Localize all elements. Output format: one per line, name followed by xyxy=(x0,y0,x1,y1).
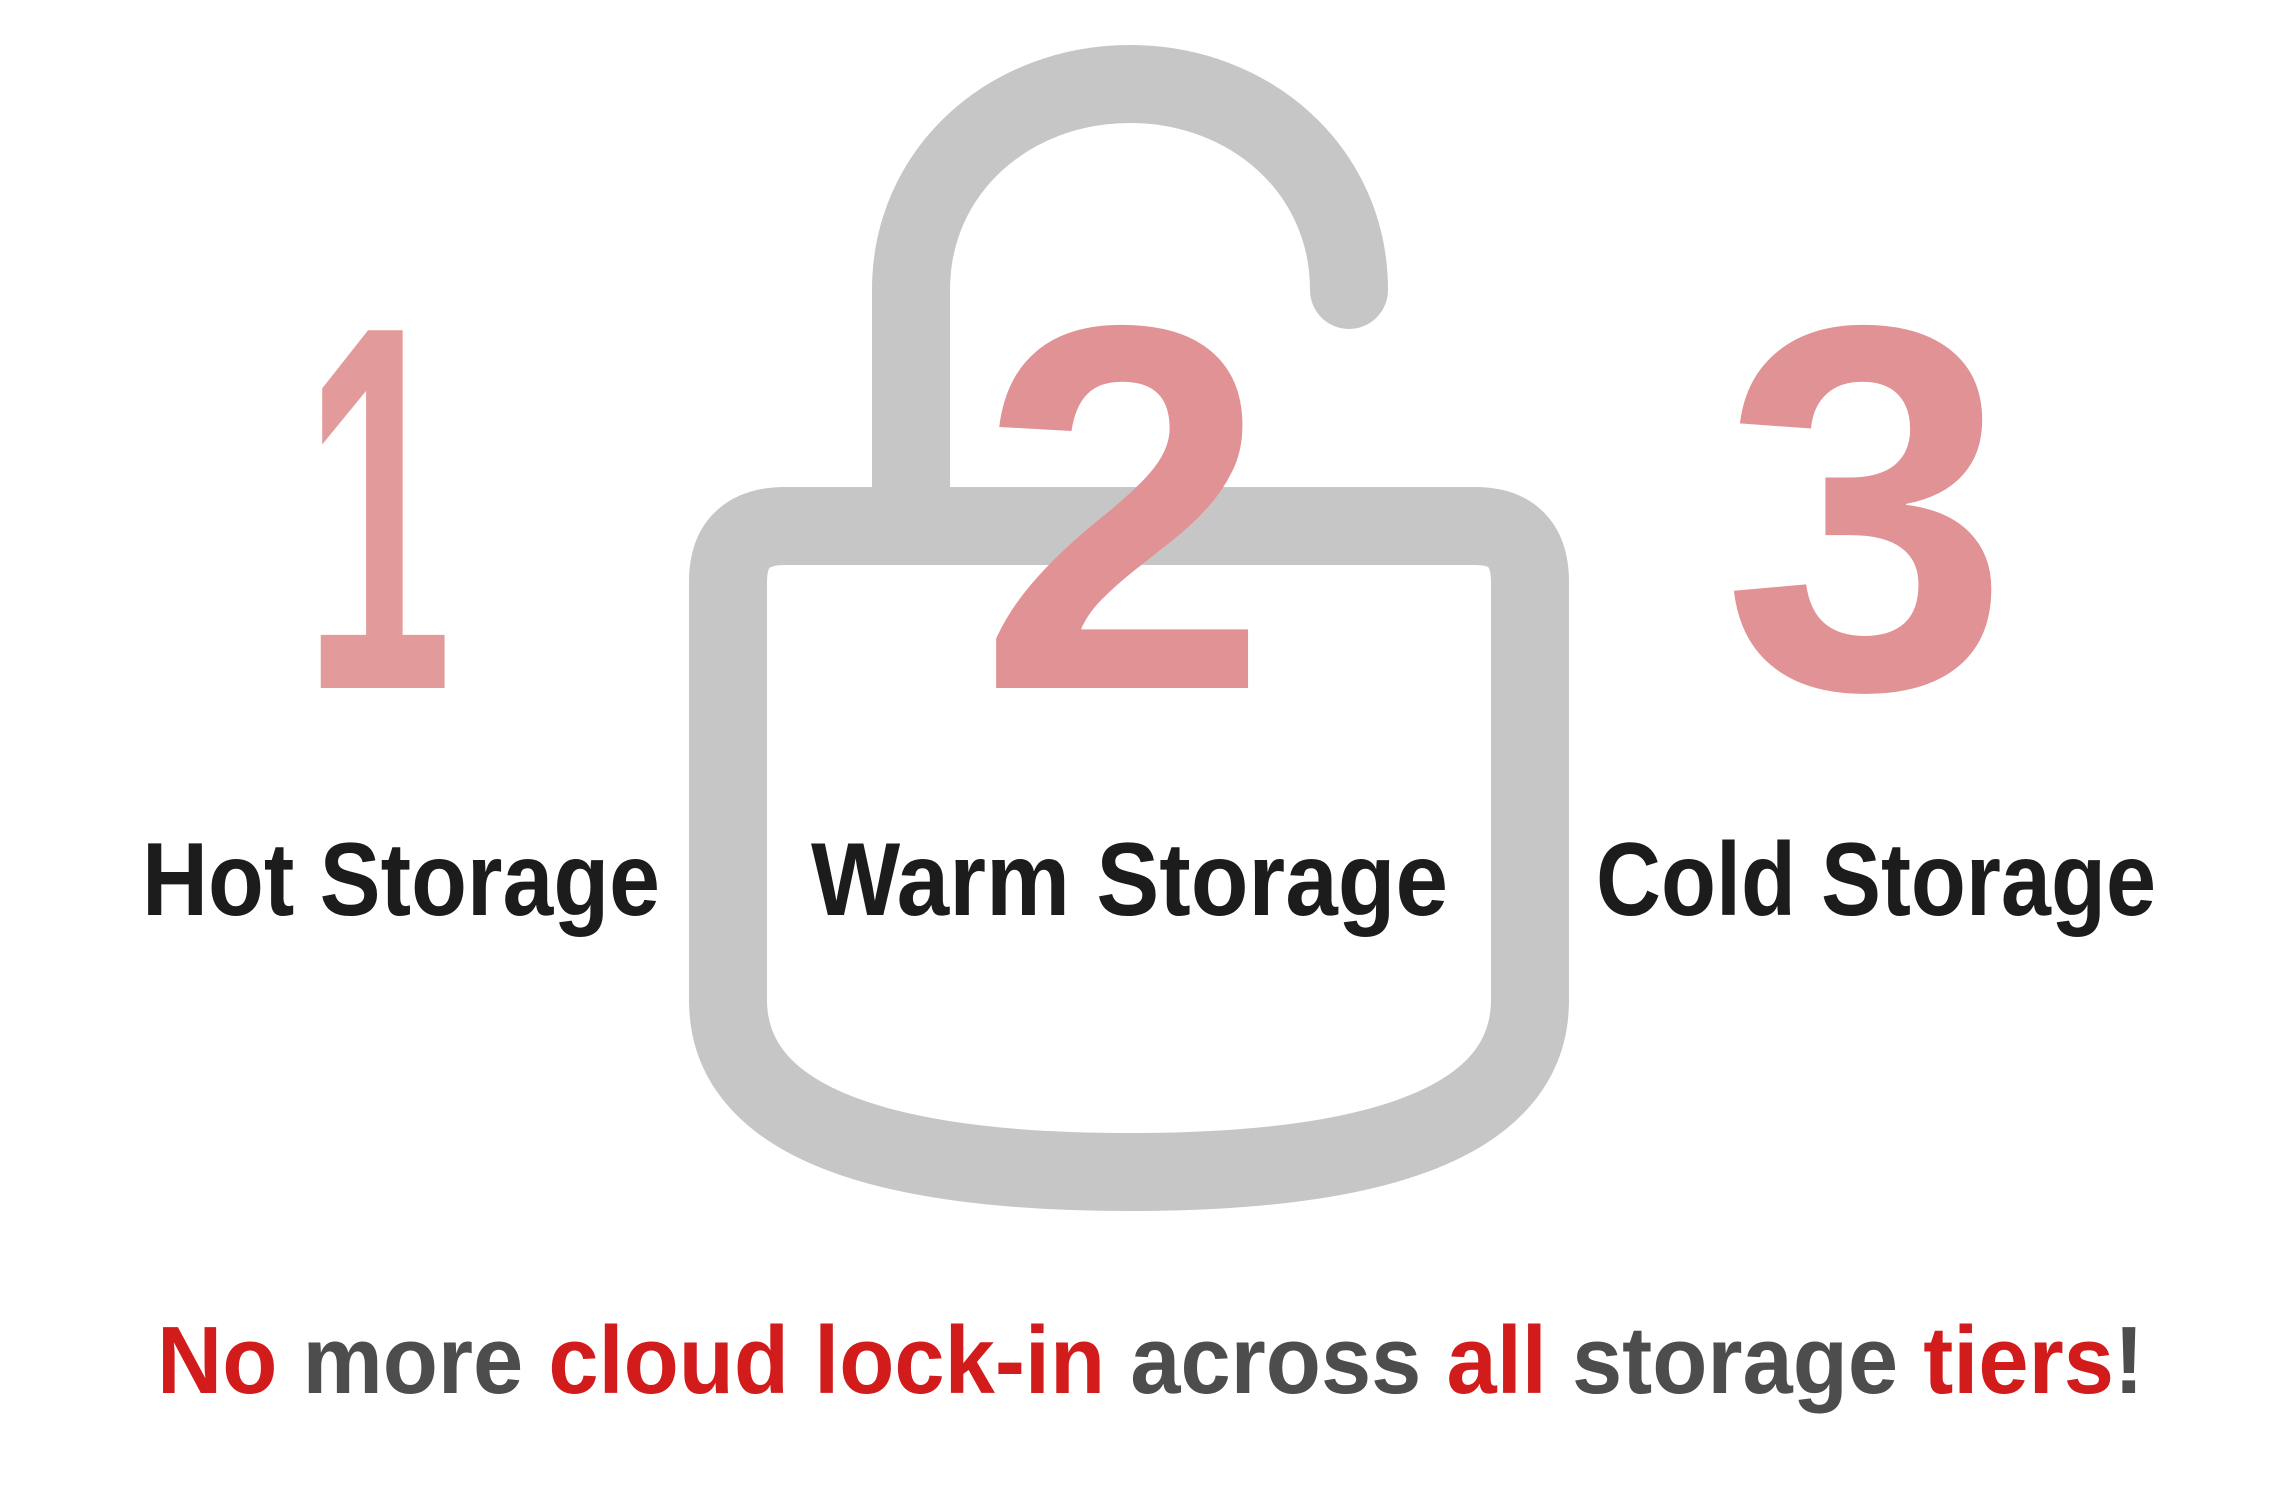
tagline-part: No xyxy=(157,1307,277,1414)
tier-number-2: 2 xyxy=(978,218,1269,799)
tagline-part: storage xyxy=(1547,1307,1923,1414)
tagline-part: cloud lock-in xyxy=(548,1307,1105,1414)
open-padlock-icon xyxy=(689,45,1569,1211)
tagline-part: tiers xyxy=(1923,1307,2114,1414)
tier-label-cold: Cold Storage xyxy=(1596,822,2156,938)
tier-number-3: 3 xyxy=(1722,218,2010,799)
padlock-shackle xyxy=(872,45,1388,526)
tagline-part: ! xyxy=(2114,1307,2144,1414)
tagline: No more cloud lock-in across all storage… xyxy=(157,1307,2144,1414)
tagline-part: more xyxy=(277,1307,548,1414)
tagline-part: across xyxy=(1105,1307,1446,1414)
tier-number-1: 1 xyxy=(304,218,452,799)
tagline-part: all xyxy=(1446,1307,1546,1414)
padlock-body xyxy=(689,487,1569,1211)
tier-label-hot: Hot Storage xyxy=(142,822,660,938)
tier-label-warm: Warm Storage xyxy=(811,822,1448,938)
